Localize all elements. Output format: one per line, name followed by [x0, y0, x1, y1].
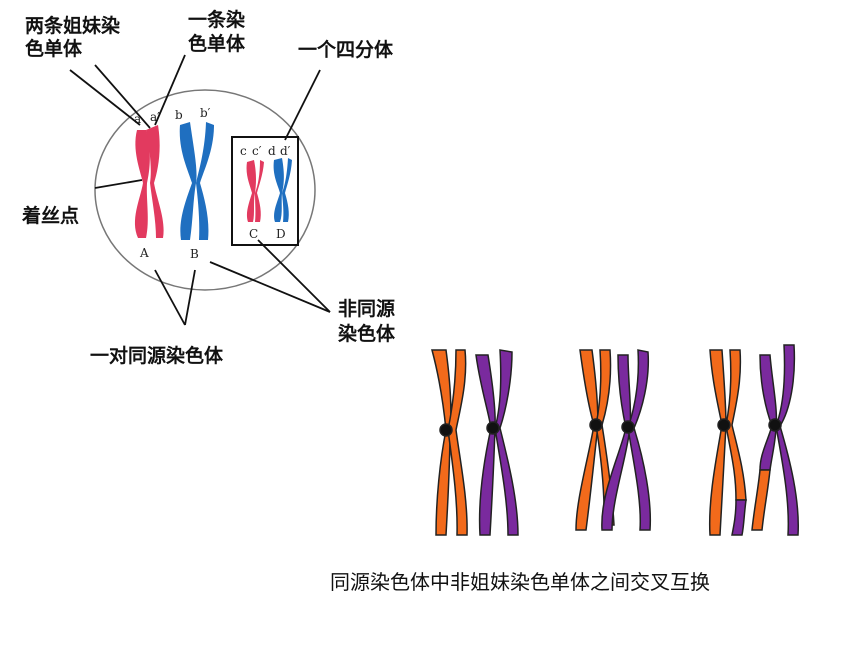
letter-c: c: [240, 144, 247, 158]
chromosome-c: [246, 160, 264, 222]
letter-a-prime: a′: [150, 110, 160, 124]
label-non-homologous-line1: 非同源: [338, 297, 395, 320]
label-homologous-pair: 一对同源染色体: [90, 344, 224, 367]
crossover-panel-2: [575, 349, 652, 531]
letter-a: a: [134, 112, 141, 126]
letter-D: D: [276, 227, 286, 241]
label-non-homologous-line2: 染色体: [338, 322, 396, 345]
letter-b-prime: b′: [200, 106, 211, 120]
letter-c-prime: c′: [252, 144, 262, 158]
label-sister-chromatids-line2: 色单体: [25, 37, 83, 60]
chromosome-d: [273, 158, 292, 222]
pointer-lines: [69, 54, 331, 326]
label-sister-chromatids-line1: 两条姐妹染: [25, 14, 120, 37]
letter-B: B: [190, 247, 199, 261]
label-one-chromatid-line2: 色单体: [188, 32, 246, 55]
crossover-panel-3: [708, 344, 800, 536]
label-one-chromatid-line1: 一条染: [188, 8, 245, 31]
tetrad-box: [231, 136, 299, 246]
chromosome-a: [134, 125, 164, 238]
crossover-caption: 同源染色体中非姐妹染色单体之间交叉互换: [330, 570, 710, 594]
letter-d: d: [268, 144, 276, 158]
letter-C: C: [249, 227, 258, 241]
label-centromere: 着丝点: [22, 204, 79, 227]
letter-A: A: [139, 246, 149, 260]
letter-d-prime: d′: [280, 144, 291, 158]
label-tetrad: 一个四分体: [298, 38, 394, 61]
cell-circle: [94, 89, 316, 291]
letter-b: b: [175, 108, 183, 122]
crossover-panel-1: [431, 349, 519, 536]
chromosome-b: [179, 122, 214, 240]
